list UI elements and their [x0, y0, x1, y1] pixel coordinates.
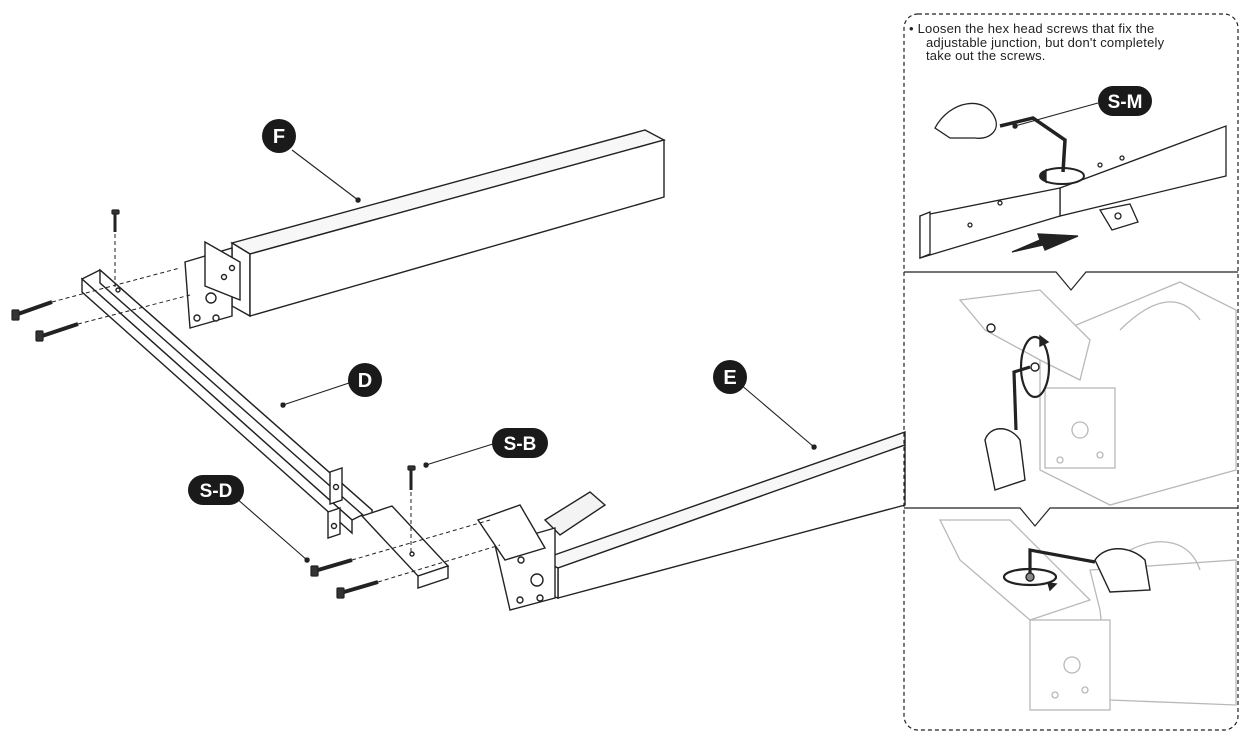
- callout-sb: S-B: [492, 428, 548, 458]
- hand-icon: [1094, 548, 1151, 593]
- instruction-note: • Loosen the hex head screws that fix th…: [909, 22, 1227, 63]
- leader-e: [739, 383, 817, 450]
- hand-icon: [984, 428, 1026, 491]
- note-line-1: • Loosen the hex head screws that fix th…: [909, 22, 1227, 36]
- callout-d-label: D: [358, 370, 372, 392]
- callout-f: F: [262, 119, 296, 153]
- callout-f-label: F: [273, 126, 285, 148]
- hand-icon: [934, 102, 997, 139]
- step-divider-2: [904, 507, 1238, 527]
- step-2-tool: [984, 323, 1051, 491]
- callout-sb-label: S-B: [504, 434, 537, 455]
- leader-sd: [235, 497, 310, 563]
- leader-d: [280, 381, 353, 408]
- callout-sm-label: S-M: [1108, 92, 1143, 113]
- note-line-3: take out the screws.: [926, 48, 1046, 63]
- callout-sm: S-M: [1098, 86, 1152, 116]
- step-2-illustration: [958, 281, 1237, 506]
- step-3-illustration: [938, 519, 1237, 711]
- callout-e: E: [713, 360, 747, 394]
- callout-e-label: E: [723, 367, 736, 389]
- instruction-panel: S-M: [903, 13, 1239, 731]
- beam-e: [476, 431, 906, 611]
- hex-key-icon: [1028, 548, 1096, 575]
- step-1-illustration: [919, 102, 1227, 259]
- callout-sd-label: S-D: [200, 481, 233, 502]
- beam-d: [80, 268, 450, 589]
- rotation-arrow-icon: [1019, 335, 1051, 399]
- step-divider-1: [904, 271, 1238, 291]
- step-3-tool: [1002, 548, 1151, 593]
- callout-sd: S-D: [188, 475, 244, 505]
- note-bullet: •: [909, 21, 914, 36]
- alignment-lines: [51, 234, 501, 583]
- leader-f: [291, 149, 361, 203]
- note-line-2: adjustable junction, but don't completel…: [926, 34, 1165, 50]
- note-line-1-text: Loosen the hex head screws that fix the: [917, 21, 1155, 36]
- hex-key-icon: [1012, 365, 1031, 431]
- direction-arrow-icon: [1011, 233, 1079, 253]
- leader-sm: [1012, 102, 1099, 129]
- callout-d: D: [348, 363, 382, 397]
- screw-icon: [11, 209, 416, 599]
- beam-f: [184, 129, 666, 329]
- leader-sb: [423, 442, 497, 468]
